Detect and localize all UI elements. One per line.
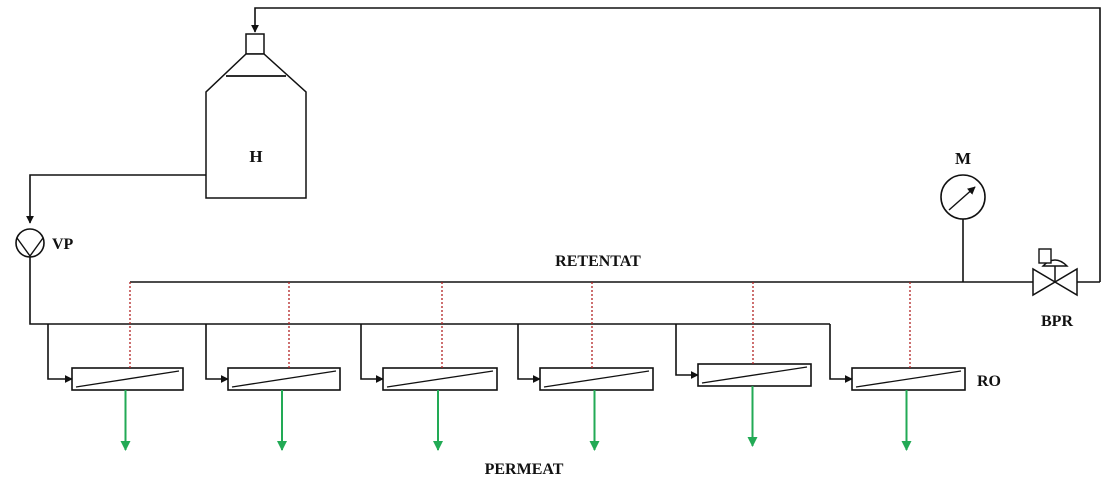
membrane-3 xyxy=(386,370,494,388)
membrane-5 xyxy=(701,366,808,384)
feed-line-3 xyxy=(360,324,384,383)
ro-module-4 xyxy=(517,282,654,451)
feed-line-4 xyxy=(517,324,541,383)
recycle-line xyxy=(251,7,1101,282)
ro-module-2 xyxy=(205,282,341,451)
membrane-1 xyxy=(75,370,180,388)
retentate-label: RETENTAT xyxy=(555,253,641,270)
pump-vp xyxy=(15,228,45,258)
module-label: RO xyxy=(977,373,1001,390)
valve-label: BPR xyxy=(1041,313,1073,330)
tank-outlet-line xyxy=(26,174,206,224)
feed-line-1 xyxy=(47,324,73,383)
ro-module-1 xyxy=(47,282,184,451)
membrane-2 xyxy=(231,370,337,388)
membrane-6 xyxy=(855,370,962,388)
feed-line-5 xyxy=(675,324,699,379)
tank-label: H xyxy=(249,147,262,166)
membrane-4 xyxy=(543,370,650,388)
feed-tank: H xyxy=(205,33,307,199)
ro-module-5 xyxy=(675,282,812,447)
feed-line-6 xyxy=(829,324,853,383)
back-pressure-regulator xyxy=(1032,248,1078,297)
permeate-label: PERMEAT xyxy=(485,461,564,478)
pump-label: VP xyxy=(52,236,74,253)
feed-line-2 xyxy=(205,324,229,383)
manometer xyxy=(940,174,986,282)
ro-modules xyxy=(47,282,966,451)
ro-module-6 xyxy=(829,282,966,451)
ro-module-3 xyxy=(360,282,498,451)
manometer-label: M xyxy=(955,149,971,168)
pump-discharge-line xyxy=(29,257,830,325)
